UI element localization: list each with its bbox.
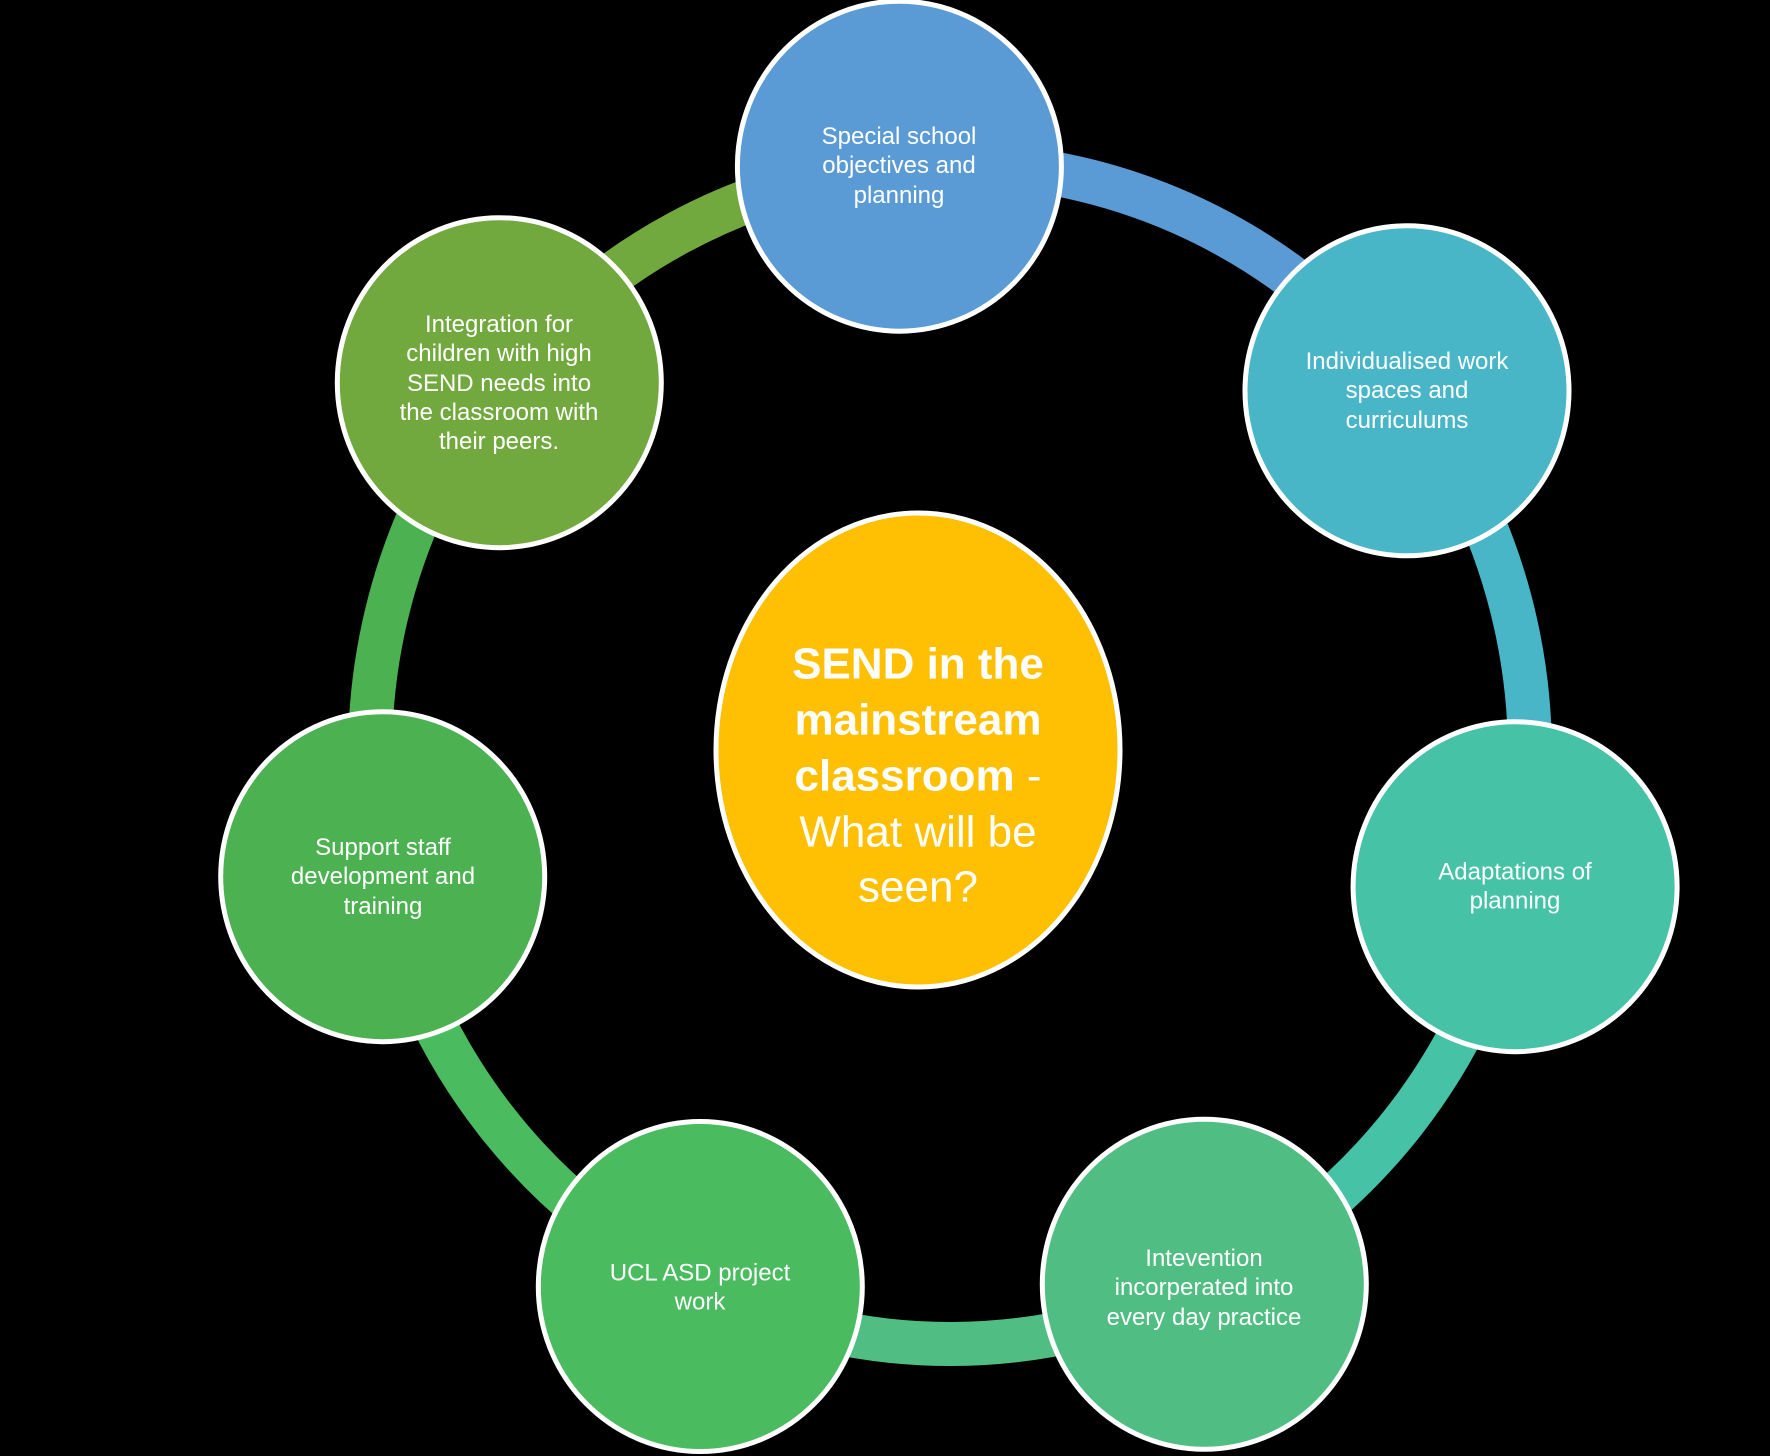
circle-special-school-objectives: [734, 0, 1064, 334]
center-circle: [713, 510, 1123, 990]
circle-support-staff-development: [218, 709, 548, 1045]
circle-individualised-work-spaces: [1242, 223, 1572, 559]
node-circles: [218, 0, 1680, 1454]
circle-integration-high-send: [334, 215, 664, 551]
circle-ucl-asd-project-work: [535, 1119, 865, 1454]
circle-intervention-everyday-practice: [1039, 1116, 1369, 1452]
circle-adaptations-of-planning: [1350, 719, 1680, 1055]
